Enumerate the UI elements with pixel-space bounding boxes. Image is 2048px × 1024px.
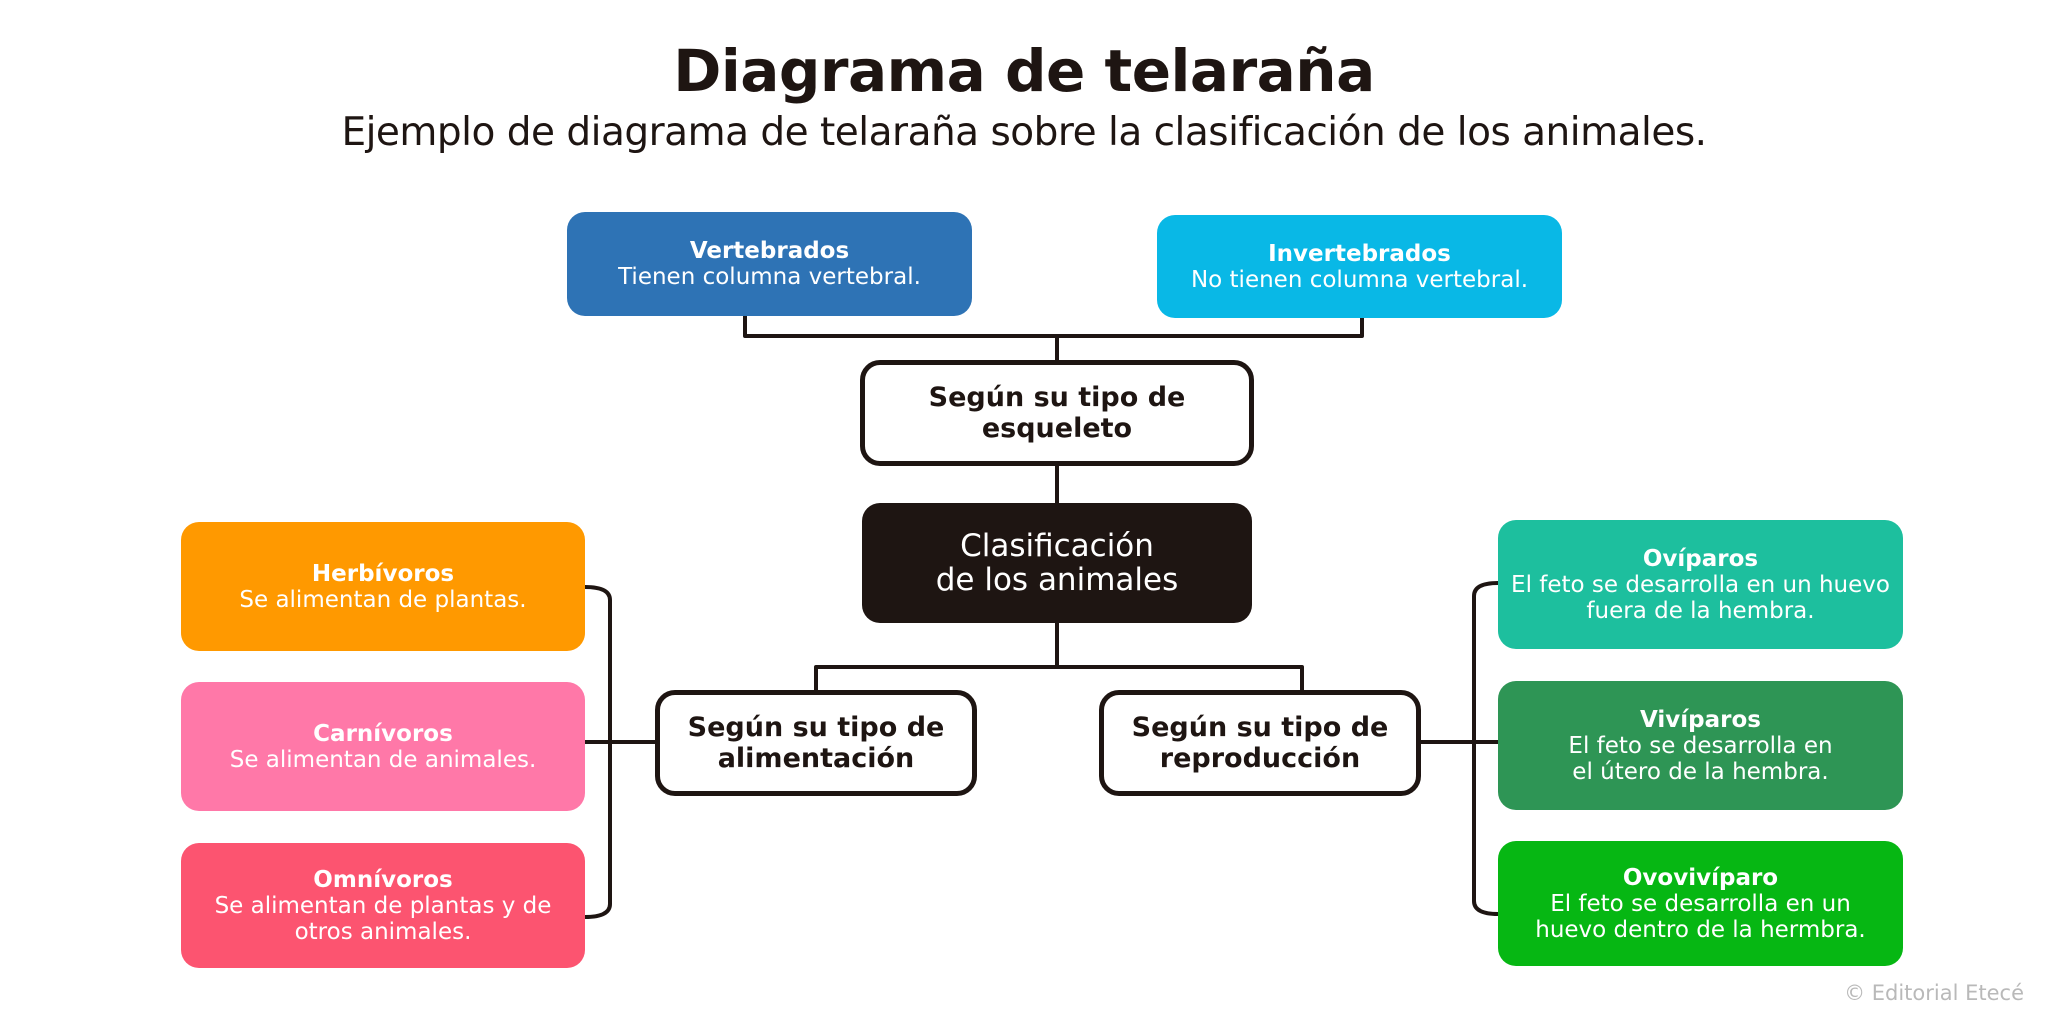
leaf-viviparos: Vivíparos El feto se desarrolla en el út… (1498, 681, 1903, 810)
leaf-description: El feto se desarrolla en un huevo fuera … (1511, 571, 1890, 624)
leaf-title: Herbívoros (311, 560, 455, 587)
leaf-title: Invertebrados (1268, 240, 1451, 267)
center-node: Clasificación de los animales (862, 503, 1252, 623)
leaf-description: Se alimentan de plantas. (239, 586, 527, 613)
leaf-title: Carnívoros (313, 720, 453, 747)
connector-alimentacion-bracket (584, 585, 612, 919)
copyright-credit: © Editorial Etecé (1844, 981, 2024, 1005)
leaf-description: Se alimentan de animales. (229, 746, 537, 773)
connector-vertebrados (743, 316, 1059, 360)
diagram-subtitle: Ejemplo de diagrama de telaraña sobre la… (341, 110, 1707, 155)
connector-invertebrados (1057, 318, 1364, 338)
leaf-vertebrados: Vertebrados Tienen columna vertebral. (567, 212, 972, 316)
leaf-title: Omnívoros (313, 866, 453, 893)
leaf-description: El feto se desarrolla en un huevo dentro… (1535, 890, 1866, 943)
leaf-ovoviviparo: Ovovivíparo El feto se desarrolla en un … (1498, 841, 1903, 966)
leaf-title: Ovovivíparo (1622, 864, 1779, 891)
leaf-description: Tienen columna vertebral. (618, 264, 921, 290)
category-reproduccion: Según su tipo de reproducción (1099, 690, 1421, 796)
leaf-oviparos: Ovíparos El feto se desarrolla en un hue… (1498, 520, 1903, 649)
leaf-title: Vertebrados (689, 238, 850, 264)
leaf-description: El feto se desarrolla en el útero de la … (1568, 732, 1833, 785)
diagram-title: Diagrama de telaraña (673, 37, 1375, 105)
leaf-title: Vivíparos (1640, 706, 1761, 733)
leaf-description: No tienen columna vertebral. (1190, 266, 1529, 293)
leaf-herbivoros: Herbívoros Se alimentan de plantas. (181, 522, 585, 651)
leaf-title: Ovíparos (1642, 545, 1759, 572)
category-alimentacion: Según su tipo de alimentación (655, 690, 977, 796)
leaf-carnivoros: Carnívoros Se alimentan de animales. (181, 682, 585, 811)
connector-center-split (814, 623, 1304, 690)
leaf-description: Se alimentan de plantas y de otros anima… (214, 892, 552, 945)
leaf-omnivoros: Omnívoros Se alimentan de plantas y de o… (181, 843, 585, 968)
leaf-invertebrados: Invertebrados No tienen columna vertebra… (1157, 215, 1562, 318)
connector-reproduccion-bracket (1472, 581, 1499, 916)
category-esqueleto: Según su tipo de esqueleto (860, 360, 1254, 466)
